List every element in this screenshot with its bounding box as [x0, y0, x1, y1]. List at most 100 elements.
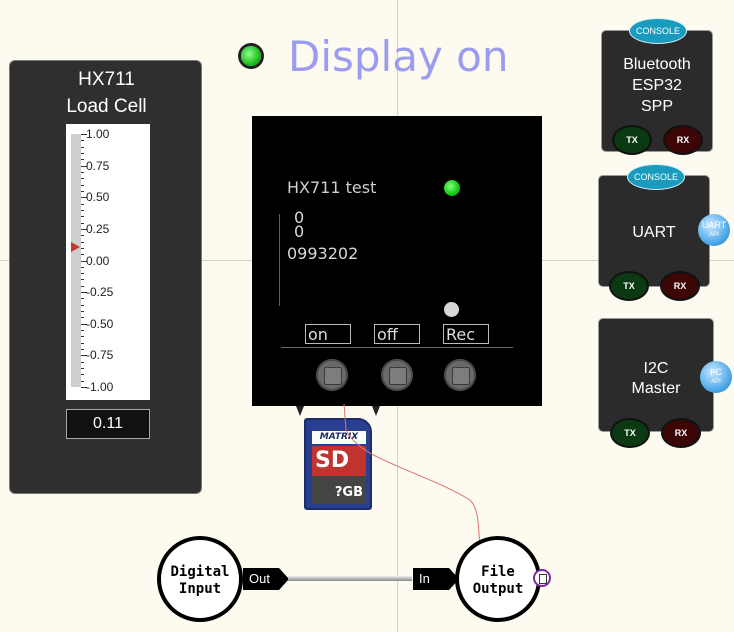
- sd-card[interactable]: MATRIX SD ?GB: [304, 418, 372, 510]
- hw-button-off[interactable]: [381, 359, 413, 391]
- gauge-minor-tick: [81, 203, 84, 205]
- gauge-minor-tick: [81, 216, 84, 218]
- gauge-minor-tick: [81, 317, 84, 319]
- file-output-label-line2: Output: [472, 581, 524, 597]
- screen-led-green: [444, 180, 460, 196]
- gauge-minor-tick: [81, 190, 84, 192]
- digital-input-label-line2: Input: [178, 581, 222, 597]
- gauge-minor-tick: [81, 374, 84, 376]
- gauge-minor-tick: [81, 266, 84, 268]
- gauge-minor-tick: [81, 273, 84, 275]
- uart-api-sub: API: [709, 232, 719, 238]
- screen-line-3: 0993202: [287, 244, 359, 263]
- screen-label-off: off: [374, 324, 420, 344]
- load-cell-title-line2: Load Cell: [66, 96, 147, 117]
- digital-input-node[interactable]: Digital Input: [157, 536, 243, 622]
- bluetooth-title-line3: SPP: [640, 98, 673, 115]
- bluetooth-component[interactable]: Bluetooth ESP32 SPP TX RX: [601, 30, 713, 153]
- gauge-scale-label: 0.00: [86, 253, 110, 268]
- gauge-major-tick: [81, 165, 87, 167]
- gauge-minor-tick: [81, 171, 84, 173]
- gauge-minor-tick: [81, 241, 84, 243]
- gauge-track: [71, 134, 81, 387]
- uart-rx-pin[interactable]: RX: [662, 273, 698, 299]
- digital-input-label-line1: Digital: [170, 564, 230, 580]
- gauge-minor-tick: [81, 222, 84, 224]
- status-led: [241, 46, 261, 66]
- uart-console-badge[interactable]: CONSOLE: [627, 164, 685, 190]
- gauge-minor-tick: [81, 152, 84, 154]
- screen-line-2: 0: [294, 222, 305, 241]
- gauge-pointer[interactable]: [71, 241, 80, 252]
- i2c-component[interactable]: I2C Master TX RX: [598, 318, 714, 446]
- uart-title: UART: [632, 224, 676, 241]
- bluetooth-console-badge[interactable]: CONSOLE: [629, 18, 687, 44]
- screen-label-rec: Rec: [443, 324, 489, 344]
- load-cell-readout: 0.11: [66, 409, 150, 439]
- gauge-minor-tick: [81, 336, 84, 338]
- gauge-minor-tick: [81, 285, 84, 287]
- gauge-minor-tick: [81, 279, 84, 281]
- gauge-minor-tick: [81, 368, 84, 370]
- flow-connector[interactable]: [288, 576, 412, 581]
- gauge-minor-tick: [81, 342, 84, 344]
- uart-api-icon[interactable]: UART API: [698, 214, 730, 246]
- bluetooth-title-line1: Bluetooth: [623, 56, 691, 73]
- hw-button-on[interactable]: [316, 359, 348, 391]
- gauge-scale-label: 0.75: [86, 158, 110, 173]
- gauge-minor-tick: [81, 159, 84, 161]
- gauge-minor-tick: [81, 178, 84, 180]
- gauge-minor-tick: [81, 380, 84, 382]
- gauge-minor-tick: [81, 330, 84, 332]
- gauge-major-tick: [81, 355, 87, 357]
- uart-api-label: UART: [701, 220, 727, 230]
- status-text: Display on: [288, 32, 509, 81]
- uart-component[interactable]: UART TX RX: [598, 175, 710, 299]
- gauge-scale-label: -0.25: [86, 285, 114, 300]
- bluetooth-tx-pin[interactable]: TX: [614, 127, 650, 153]
- sd-label: SD ?GB: [312, 446, 366, 504]
- gauge-major-tick: [81, 292, 87, 294]
- i2c-title-line2: Master: [631, 380, 681, 397]
- file-output-node[interactable]: File Output: [455, 536, 541, 622]
- display-device[interactable]: HX711 test 0 0 0993202 on off Rec: [252, 116, 542, 406]
- gauge-scale-label: 0.50: [86, 190, 110, 205]
- gauge-scale-label: -0.50: [86, 316, 114, 331]
- gauge-major-tick: [81, 387, 87, 388]
- gauge-major-tick: [81, 197, 87, 199]
- gauge-major-tick: [81, 228, 87, 230]
- gauge-minor-tick: [81, 311, 84, 313]
- bluetooth-title-line2: ESP32: [632, 77, 682, 94]
- uart-tx-pin[interactable]: TX: [611, 273, 647, 299]
- i2c-api-label: I²C: [710, 367, 722, 377]
- gauge-minor-tick: [81, 140, 84, 142]
- digital-input-out-port[interactable]: Out: [243, 568, 289, 590]
- hw-button-rec[interactable]: [444, 359, 476, 391]
- i2c-rx-pin[interactable]: RX: [663, 420, 699, 446]
- gauge-minor-tick: [81, 349, 84, 351]
- gauge-minor-tick: [81, 247, 84, 249]
- i2c-api-icon[interactable]: I²C API: [700, 361, 732, 393]
- gauge-minor-tick: [81, 209, 84, 211]
- file-icon[interactable]: [533, 569, 551, 587]
- gauge-minor-tick: [81, 146, 84, 148]
- gauge-minor-tick: [81, 235, 84, 237]
- device-foot-left: [296, 406, 304, 416]
- bluetooth-rx-pin[interactable]: RX: [665, 127, 701, 153]
- sd-logo: SD: [315, 448, 350, 473]
- i2c-tx-pin[interactable]: TX: [612, 420, 648, 446]
- screen-cursor-line: [279, 214, 280, 306]
- gauge-minor-tick: [81, 361, 84, 363]
- gauge-minor-tick: [81, 298, 84, 300]
- screen-label-on: on: [305, 324, 351, 344]
- screen-title: HX711 test: [287, 178, 377, 197]
- load-cell-title-line1: HX711: [78, 69, 135, 90]
- gauge-scale-label: 0.25: [86, 221, 110, 236]
- device-foot-right: [372, 406, 380, 416]
- file-output-in-port[interactable]: In: [413, 568, 459, 590]
- gauge-minor-tick: [81, 254, 84, 256]
- gauge-scale-label: -1.00: [86, 380, 114, 394]
